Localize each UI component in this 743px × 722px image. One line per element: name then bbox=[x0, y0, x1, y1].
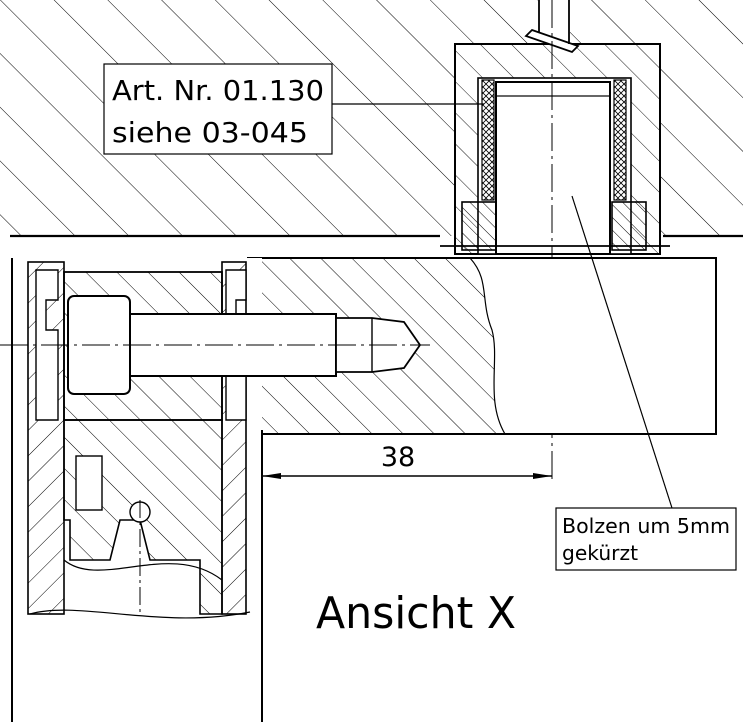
dimension-value: 38 bbox=[381, 442, 415, 473]
bolt-housing bbox=[440, 43, 670, 255]
countersunk-screw bbox=[524, 0, 580, 54]
callout-part-line2: siehe 03-045 bbox=[112, 116, 308, 149]
leader-line-bolt bbox=[571, 195, 673, 509]
callout-bolt-line2: gekürzt bbox=[562, 541, 638, 565]
callout-part-line1: Art. Nr. 01.130 bbox=[112, 74, 324, 107]
callout-part-number: Art. Nr. 01.130 siehe 03-045 bbox=[103, 63, 333, 155]
dimension-38: 38 bbox=[262, 442, 552, 479]
view-label: Ansicht X bbox=[316, 588, 516, 639]
callout-bolt: Bolzen um 5mm gekürzt bbox=[555, 507, 737, 571]
callout-bolt-line1: Bolzen um 5mm bbox=[562, 514, 730, 538]
horizontal-screw bbox=[0, 295, 430, 395]
